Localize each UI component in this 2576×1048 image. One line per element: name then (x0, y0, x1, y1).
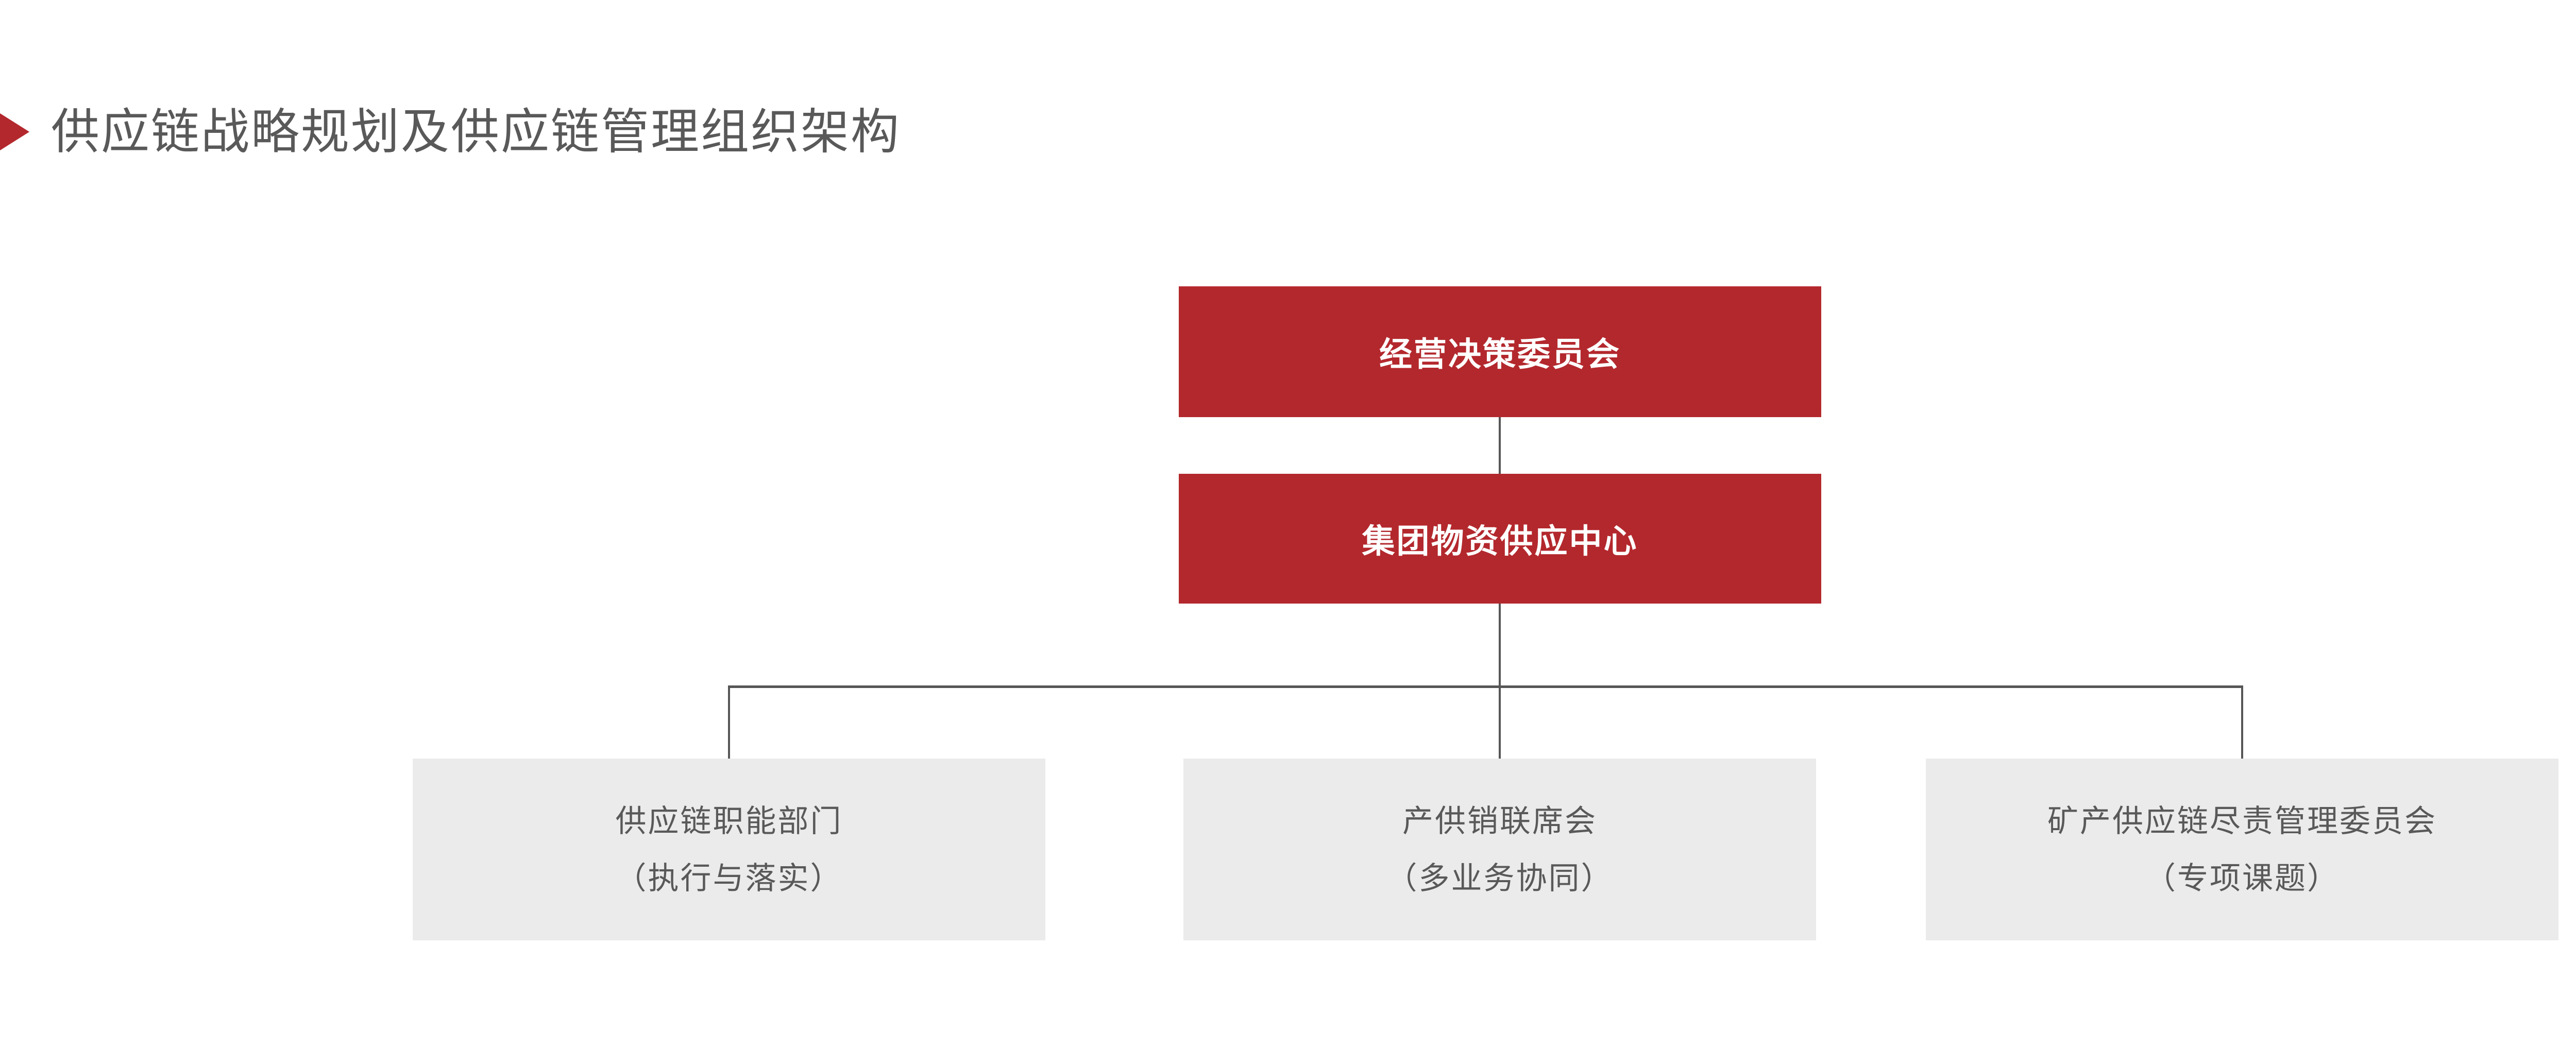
connector-stub-right (2241, 685, 2243, 759)
org-node-root: 经营决策委员会 (1179, 286, 1821, 417)
org-node-child-label-line2: （多业务协同） (1386, 861, 1614, 896)
page-title: 供应链战略规划及供应链管理组织架构 (51, 104, 901, 159)
connector-stub-left (728, 685, 730, 759)
org-node-child-label-line1: 矿产供应链尽责管理委员会 (2047, 803, 2437, 838)
org-node-child-label-line1: 供应链职能部门 (615, 803, 843, 838)
org-node-child-label-line2: （执行与落实） (615, 861, 843, 896)
org-node-child-label-line2: （专项课题） (2145, 861, 2340, 896)
title-arrow-icon (0, 113, 29, 150)
org-node-center: 集团物资供应中心 (1179, 474, 1821, 604)
org-node-center-label: 集团物资供应中心 (1362, 523, 1638, 560)
connector-horizontal-rail (728, 685, 2243, 688)
connector-center-to-children (1499, 604, 1501, 759)
org-node-child-mineral-committee: 矿产供应链尽责管理委员会 （专项课题） (1926, 759, 2558, 940)
org-node-root-label: 经营决策委员会 (1379, 336, 1621, 373)
page-header: 供应链战略规划及供应链管理组织架构 (0, 101, 901, 163)
org-node-child-functional-dept: 供应链职能部门 （执行与落实） (413, 759, 1045, 940)
org-node-child-label-line1: 产供销联席会 (1402, 803, 1597, 838)
connector-root-to-center (1499, 417, 1501, 474)
org-node-child-joint-meeting: 产供销联席会 （多业务协同） (1183, 759, 1816, 940)
